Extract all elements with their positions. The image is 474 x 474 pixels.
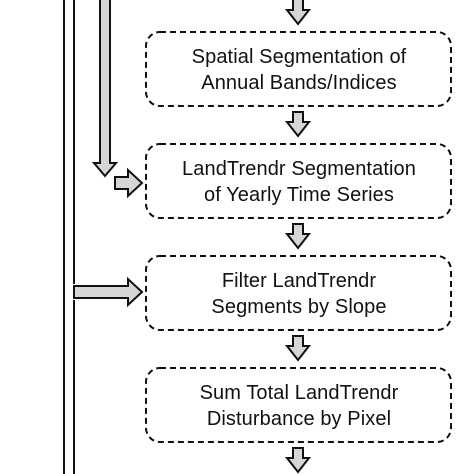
process-box-landtrendr-segmentation: LandTrendr Segmentation of Yearly Time S… [145, 143, 452, 219]
process-box-sum-disturbance: Sum Total LandTrendr Disturbance by Pixe… [145, 367, 452, 443]
box-2-line-1: LandTrendr Segmentation [182, 158, 416, 180]
left-outer-connector [63, 0, 75, 474]
down-arrow-bottom [284, 447, 312, 474]
box-3-line-1: Filter LandTrendr [222, 270, 377, 292]
box-1-line-1: Spatial Segmentation of [192, 46, 407, 68]
box-3-line-2: Segments by Slope [211, 296, 386, 318]
arrow-into-box-2 [114, 167, 144, 199]
box-4-line-1: Sum Total LandTrendr [200, 382, 399, 404]
down-arrow-top [284, 0, 312, 26]
box-2-line-2: of Yearly Time Series [204, 184, 394, 206]
down-arrow-2-3 [284, 223, 312, 250]
inner-connector [91, 0, 119, 178]
down-arrow-1-2 [284, 111, 312, 138]
process-box-filter-segments: Filter LandTrendr Segments by Slope [145, 255, 452, 331]
process-box-spatial-segmentation: Spatial Segmentation of Annual Bands/Ind… [145, 31, 452, 107]
box-1-line-2: Annual Bands/Indices [201, 72, 396, 94]
down-arrow-3-4 [284, 335, 312, 362]
box-4-line-2: Disturbance by Pixel [207, 408, 391, 430]
arrow-into-box-3 [73, 276, 144, 308]
